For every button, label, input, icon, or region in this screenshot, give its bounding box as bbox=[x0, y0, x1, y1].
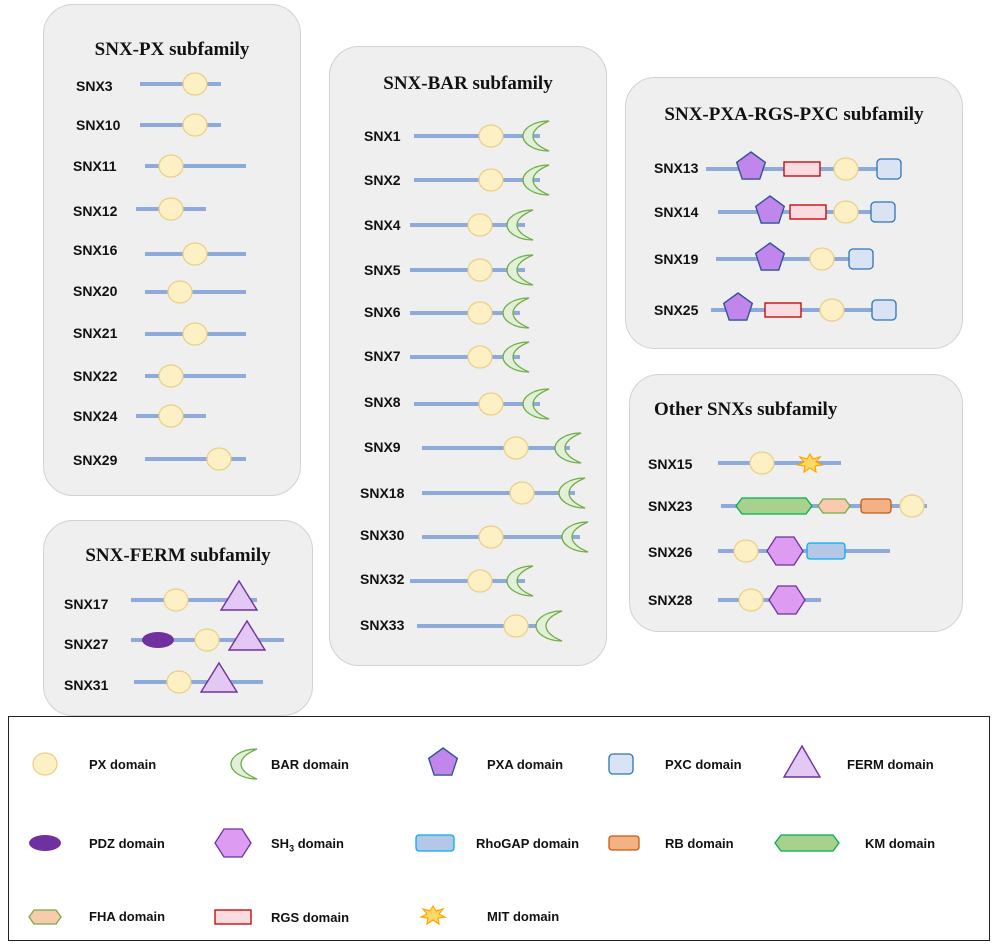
panel-title: SNX-BAR subfamily bbox=[383, 73, 553, 94]
legend-label: PDZ domain bbox=[89, 836, 165, 851]
protein-label: SNX33 bbox=[360, 617, 405, 633]
protein-label: SNX15 bbox=[648, 456, 693, 472]
rb-domain-icon bbox=[608, 835, 640, 851]
protein-label: SNX28 bbox=[648, 592, 693, 608]
legend-label: BAR domain bbox=[271, 757, 349, 772]
protein-label: SNX27 bbox=[64, 636, 109, 652]
pxc-domain-icon bbox=[608, 753, 634, 775]
protein-label: SNX20 bbox=[73, 283, 118, 299]
protein-label: SNX25 bbox=[654, 302, 699, 318]
legend-label: PX domain bbox=[89, 757, 157, 772]
legend-label: RGS domain bbox=[271, 910, 350, 925]
legend-label: FHA domain bbox=[89, 909, 166, 924]
km-domain-icon bbox=[774, 834, 840, 852]
protein-label: SNX4 bbox=[364, 217, 401, 233]
rgs-domain-icon bbox=[214, 909, 252, 925]
protein-label: SNX16 bbox=[73, 242, 118, 258]
domain-architecture-diagram bbox=[131, 72, 927, 694]
protein-label: SNX23 bbox=[648, 498, 693, 514]
pxa-domain-icon bbox=[427, 747, 459, 776]
protein-label: SNX2 bbox=[364, 172, 401, 188]
legend-label: MIT domain bbox=[487, 909, 560, 924]
protein-label: SNX30 bbox=[360, 527, 405, 543]
protein-label: SNX13 bbox=[654, 160, 699, 176]
mit-domain-icon bbox=[419, 904, 447, 926]
protein-label: SNX21 bbox=[73, 325, 118, 341]
protein-label: SNX7 bbox=[364, 348, 401, 364]
domain-legend: PX domain BAR domain PXA domain PXC doma… bbox=[8, 716, 990, 941]
protein-label: SNX11 bbox=[73, 158, 117, 174]
panel-title: SNX-PXA-RGS-PXC subfamily bbox=[664, 104, 924, 125]
protein-label: SNX1 bbox=[364, 128, 401, 144]
bar-domain-icon bbox=[230, 748, 258, 780]
legend-label: SH3 domain bbox=[271, 836, 344, 854]
legend-label: KM domain bbox=[865, 836, 936, 851]
protein-label: SNX9 bbox=[364, 439, 401, 455]
panel-title: SNX-FERM subfamily bbox=[85, 545, 271, 566]
legend-icons bbox=[28, 744, 840, 926]
protein-label: SNX3 bbox=[76, 78, 113, 94]
protein-label: SNX24 bbox=[73, 408, 118, 424]
protein-label: SNX31 bbox=[64, 677, 109, 693]
protein-label: SNX29 bbox=[73, 452, 118, 468]
protein-label: SNX18 bbox=[360, 485, 405, 501]
rhogap-domain-icon bbox=[415, 834, 455, 852]
legend-label: FERM domain bbox=[847, 757, 934, 772]
px-domain-icon bbox=[32, 752, 58, 776]
legend-label: RB domain bbox=[665, 836, 734, 851]
panel-title: Other SNXs subfamily bbox=[654, 399, 838, 420]
protein-label: SNX14 bbox=[654, 204, 699, 220]
ferm-domain-icon bbox=[782, 744, 822, 778]
protein-label: SNX12 bbox=[73, 203, 118, 219]
legend-label: PXA domain bbox=[487, 757, 564, 772]
protein-label: SNX8 bbox=[364, 394, 401, 410]
protein-label: SNX19 bbox=[654, 251, 699, 267]
fha-domain-icon bbox=[28, 909, 62, 925]
panel-title: SNX-PX subfamily bbox=[94, 39, 250, 60]
protein-label: SNX26 bbox=[648, 544, 693, 560]
protein-label: SNX5 bbox=[364, 262, 401, 278]
protein-label: SNX22 bbox=[73, 368, 118, 384]
pdz-domain-icon bbox=[29, 835, 61, 851]
protein-label: SNX32 bbox=[360, 571, 405, 587]
protein-label: SNX6 bbox=[364, 304, 401, 320]
legend-label: RhoGAP domain bbox=[476, 836, 580, 851]
sh3-domain-icon bbox=[214, 828, 252, 858]
protein-label: SNX17 bbox=[64, 596, 109, 612]
protein-label: SNX10 bbox=[76, 117, 121, 133]
legend-label: PXC domain bbox=[665, 757, 742, 772]
